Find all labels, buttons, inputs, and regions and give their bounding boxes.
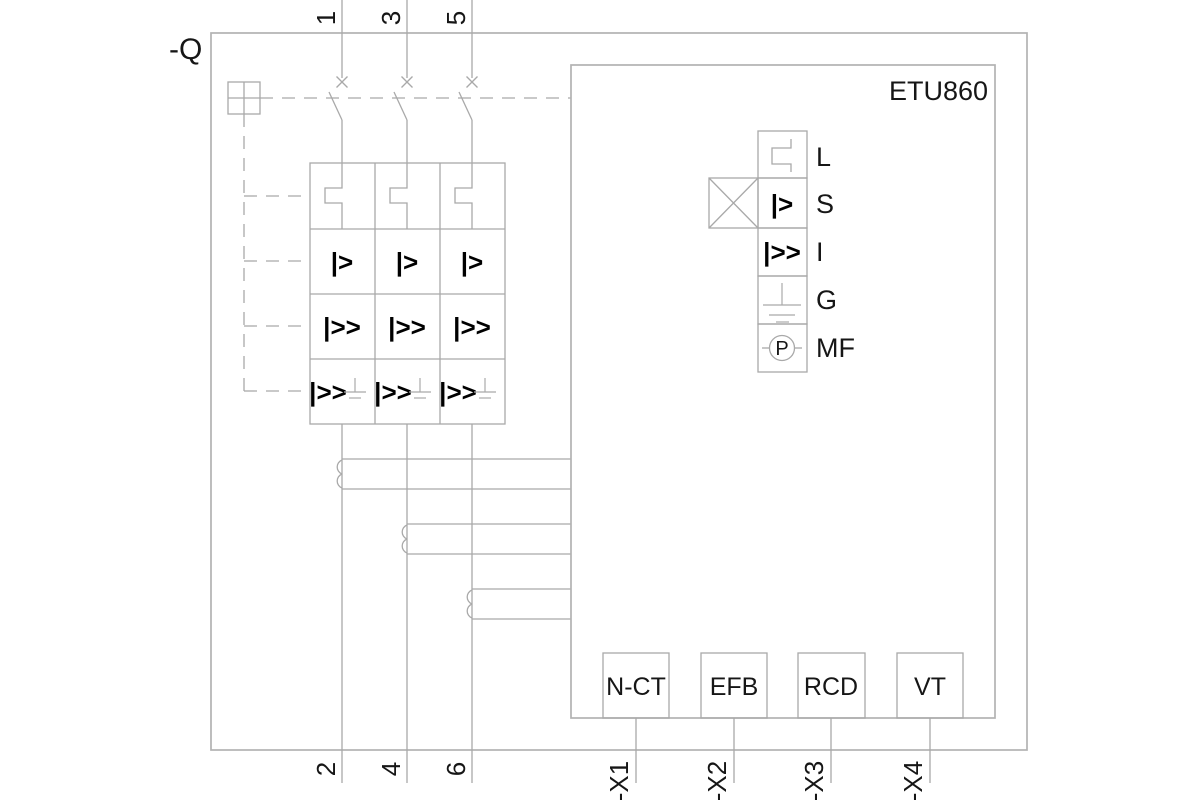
module-label: VT	[914, 673, 946, 701]
short-circuit-symbol: |>>	[323, 312, 361, 342]
earth-icon	[763, 283, 801, 323]
connector-label: -X3	[799, 761, 829, 800]
overload-pickup-symbol: |>	[396, 247, 418, 277]
device-tag-label: -Q	[169, 33, 202, 66]
earth-icon	[474, 378, 496, 399]
function-label-i: I	[816, 237, 824, 267]
function-label-s: S	[816, 189, 834, 219]
connector-label: -X4	[898, 761, 928, 800]
contact-blade	[458, 91, 473, 121]
blocked-function-icon	[708, 177, 759, 229]
module-rcd: RCD -X3	[797, 652, 866, 800]
operating-mechanism-icon	[227, 81, 261, 115]
terminal-label-bottom-6: 6	[441, 762, 471, 776]
contact-cross-icon	[466, 76, 478, 88]
module-efb: EFB -X2	[700, 652, 768, 800]
function-label-g: G	[816, 285, 837, 315]
latch-release-icon	[389, 163, 408, 229]
earth-icon	[344, 378, 366, 399]
etu-box: ETU860 |> |>>	[570, 64, 996, 800]
terminal-label-top-5: 5	[441, 11, 471, 25]
module-vt: VT -X4	[896, 652, 964, 800]
short-circuit-symbol: |>>	[453, 312, 491, 342]
s-function-symbol: |>	[771, 189, 793, 219]
pole-2	[393, 0, 413, 783]
function-label-l: L	[816, 142, 831, 172]
contact-cross-icon	[336, 76, 348, 88]
latch-release-icon	[771, 139, 792, 172]
contact-blade	[393, 91, 408, 121]
function-label-mf: MF	[816, 333, 855, 363]
breaker-frame	[210, 32, 1028, 751]
metering-p-symbol: P	[775, 338, 788, 360]
terminal-label-bottom-4: 4	[376, 762, 406, 776]
current-transformer-2	[401, 523, 571, 555]
etu-function-stack: |> |>> P L S I G MF	[708, 130, 855, 373]
metering-p-icon: P	[762, 334, 802, 362]
contact-cross-icon	[401, 76, 413, 88]
latch-release-icon	[324, 163, 343, 229]
module-label: RCD	[804, 673, 858, 701]
connector-label: -X1	[604, 761, 634, 800]
earth-icon	[409, 378, 431, 399]
overload-pickup-symbol: |>	[331, 247, 353, 277]
overload-pickup-symbol: |>	[461, 247, 483, 277]
current-transformer-1	[336, 458, 571, 490]
connector-label: -X2	[702, 761, 732, 800]
mechanical-linkage-dashed	[243, 97, 571, 392]
short-circuit-symbol: |>>	[388, 312, 426, 342]
latch-release-icon	[454, 163, 473, 229]
module-label: EFB	[710, 673, 759, 701]
trip-function-grid: |> |> |> |>> |>> |>> |>> |>> |>>	[309, 162, 506, 425]
terminal-label-top-3: 3	[376, 11, 406, 25]
terminal-label-top-1: 1	[311, 11, 341, 25]
etu-title-label: ETU860	[889, 76, 988, 106]
contact-blade	[328, 91, 343, 121]
ground-fault-symbol: |>>	[374, 377, 412, 407]
i-function-symbol: |>>	[763, 237, 801, 267]
pole-1	[328, 0, 348, 783]
module-n-ct: N-CT -X1	[602, 652, 670, 800]
current-transformer-3	[466, 588, 571, 620]
terminal-label-bottom-2: 2	[311, 762, 341, 776]
ground-fault-symbol: |>>	[309, 377, 347, 407]
module-label: N-CT	[606, 673, 666, 701]
ground-fault-symbol: |>>	[439, 377, 477, 407]
